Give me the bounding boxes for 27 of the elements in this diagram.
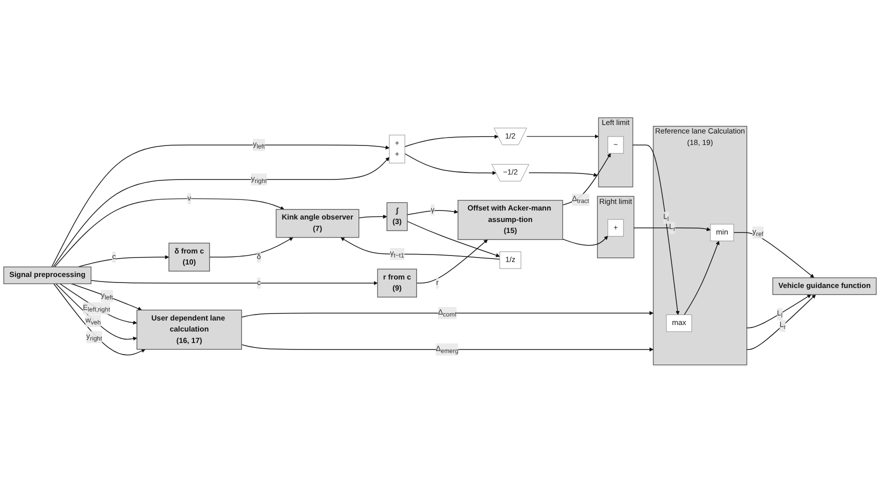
arrow bbox=[406, 209, 458, 215]
arrow bbox=[684, 240, 720, 315]
arrow bbox=[526, 134, 599, 138]
arrow bbox=[60, 283, 138, 324]
arrow bbox=[416, 239, 488, 284]
arrow bbox=[241, 310, 654, 318]
arrow bbox=[209, 236, 294, 258]
arrow bbox=[404, 134, 499, 147]
arrow bbox=[632, 144, 680, 315]
arrow bbox=[340, 236, 500, 260]
arrow bbox=[562, 152, 611, 205]
arrow bbox=[55, 283, 138, 340]
arrow bbox=[634, 226, 711, 231]
arrow bbox=[528, 172, 598, 177]
arrow bbox=[71, 283, 142, 310]
arrow bbox=[54, 198, 284, 267]
arrow bbox=[562, 235, 608, 246]
arrow bbox=[90, 280, 378, 285]
arrow bbox=[78, 254, 170, 267]
arrow bbox=[733, 232, 814, 278]
arrow bbox=[358, 214, 388, 218]
arrow bbox=[53, 283, 146, 356]
arrow bbox=[404, 152, 496, 175]
arrow bbox=[746, 294, 812, 328]
arrow bbox=[406, 220, 500, 257]
arrow bbox=[241, 344, 654, 352]
arrow bbox=[746, 294, 816, 350]
